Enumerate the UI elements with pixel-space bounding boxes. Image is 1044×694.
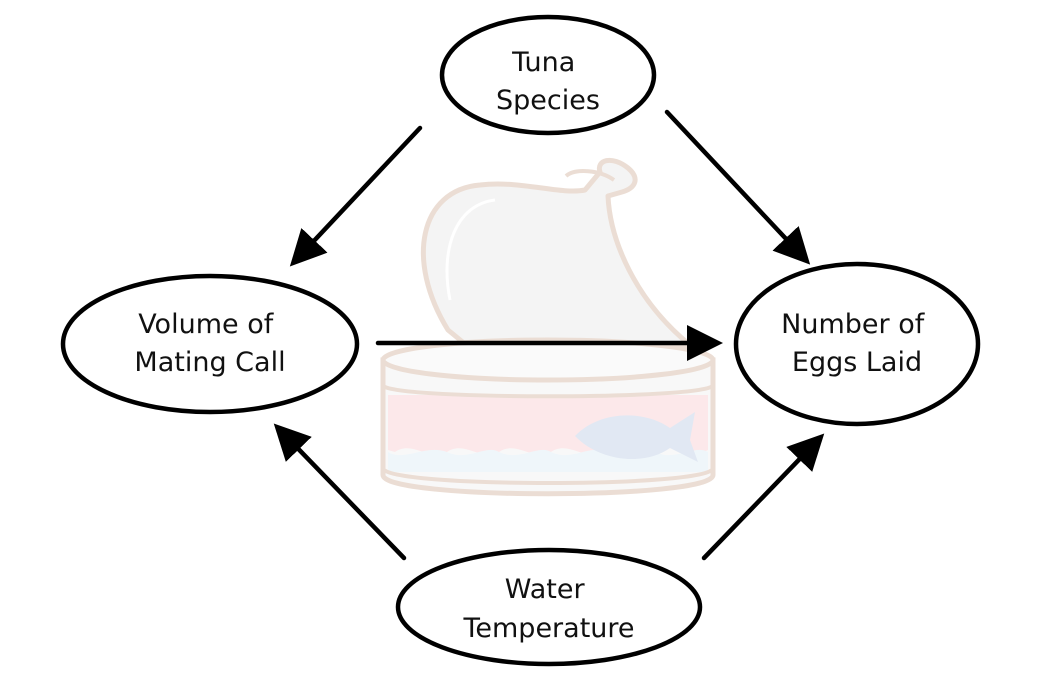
node-mating-call-line-2: Mating Call	[134, 347, 285, 378]
edge-water-to-mating-call	[273, 423, 407, 561]
edge-tuna-to-eggs-laid	[664, 109, 811, 265]
edge-tuna-to-mating-call	[289, 125, 423, 267]
node-water-temperature-line-1: Water	[505, 574, 586, 605]
node-number-of-eggs-laid: Number of Eggs Laid	[733, 261, 981, 427]
svg-text:Volume of Mating Call: Volume of Mating Call	[134, 309, 285, 378]
edge-water-to-eggs-laid	[701, 433, 825, 561]
can-lid	[420, 157, 693, 351]
fish-shape	[575, 412, 698, 462]
node-tuna-species: Tuna Species	[439, 14, 657, 136]
node-water-temperature-line-2: Temperature	[462, 613, 634, 644]
svg-text:Number of Eggs Laid: Number of Eggs Laid	[781, 309, 933, 378]
node-volume-of-mating-call: Volume of Mating Call	[60, 273, 360, 415]
node-tuna-species-line-1: Tuna	[511, 47, 575, 78]
tuna-can-icon	[380, 157, 716, 497]
node-water-temperature: Water Temperature	[395, 547, 703, 667]
node-eggs-laid-line-1: Number of	[781, 309, 926, 340]
node-eggs-laid-line-2: Eggs Laid	[792, 347, 922, 378]
node-tuna-species-line-2: Species	[496, 85, 600, 116]
node-mating-call-line-1: Volume of	[138, 309, 275, 340]
svg-text:Tuna Species: Tuna Species	[496, 47, 600, 116]
edges	[273, 109, 825, 561]
svg-text:Water Temperature: Water Temperature	[462, 574, 634, 644]
